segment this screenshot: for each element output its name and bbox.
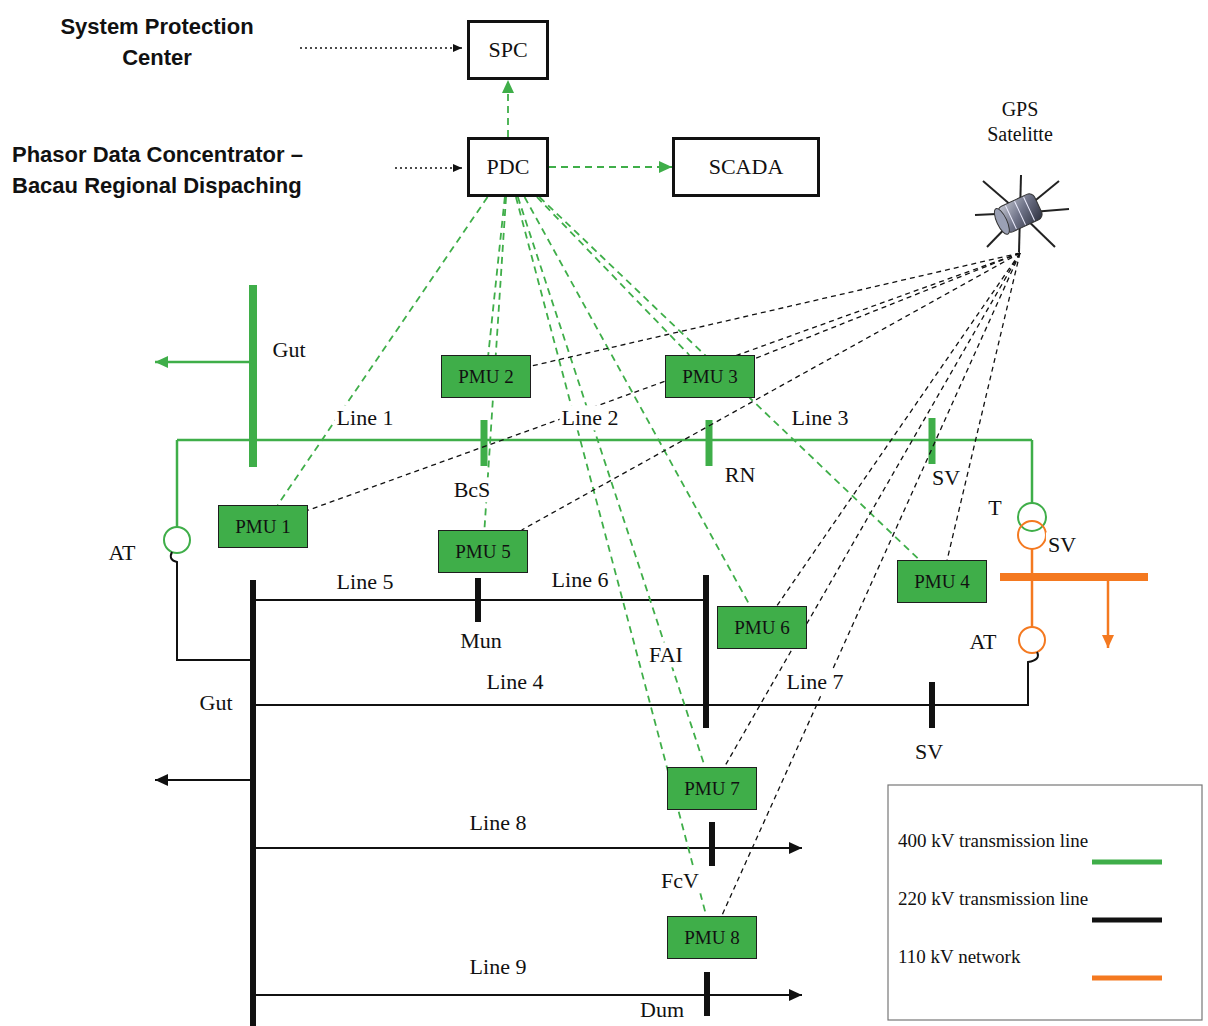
node-text: PMU 5 xyxy=(455,541,510,563)
bus-label: Dum xyxy=(638,997,686,1022)
bus-label: Gut xyxy=(271,337,308,362)
bus-label: Line 1 xyxy=(335,405,396,430)
pmu-box: PMU 4 xyxy=(897,560,987,603)
pmu-box: PMU 2 xyxy=(441,355,531,398)
bus-label: Line 8 xyxy=(468,810,529,835)
bus-label: Line 6 xyxy=(550,567,611,592)
pmu-box: PMU 1 xyxy=(218,505,308,548)
kv110-network xyxy=(1000,521,1148,653)
bus-label: SV xyxy=(1046,532,1078,557)
satellite-node: GPS Satelitte xyxy=(955,95,1085,253)
bus-label: Line 9 xyxy=(468,954,529,979)
gps-sync-link xyxy=(531,253,1020,366)
gps-sync-link xyxy=(947,253,1020,560)
node-text: GPS Satelitte xyxy=(975,97,1065,147)
legend-frame xyxy=(888,785,1202,1020)
node-text: PMU 6 xyxy=(734,617,789,639)
gps-sync-link xyxy=(522,253,1020,530)
pmu-box: PMU 6 xyxy=(717,606,807,649)
bus-label: BcS xyxy=(452,477,493,502)
pmu-box: PMU 7 xyxy=(667,767,757,810)
leader-arrow xyxy=(395,167,462,169)
bus-label: RN xyxy=(723,462,758,487)
system-box: SPC xyxy=(467,20,549,80)
legend-text: 400 kV transmission line xyxy=(898,830,1088,852)
phasor-data-link xyxy=(537,197,689,355)
bus-label: T xyxy=(986,495,1003,520)
heading-label: Phasor Data Concentrator – Bacau Regiona… xyxy=(10,140,349,202)
node-text: PDC xyxy=(487,154,530,180)
bus-label: FAI xyxy=(647,642,685,667)
leader-arrow xyxy=(300,47,462,49)
pmu-box: PMU 8 xyxy=(667,916,757,959)
bus-label: Line 7 xyxy=(785,669,846,694)
gps-sync-link xyxy=(777,253,1020,606)
legend-sample xyxy=(1092,976,1162,981)
phasor-data-link xyxy=(518,197,705,767)
legend-sample xyxy=(1092,860,1162,865)
bus-label: Gut xyxy=(198,690,235,715)
gps-sync-link xyxy=(724,253,1020,767)
heading-label: System Protection Center xyxy=(35,12,279,74)
node-text: SPC xyxy=(488,37,527,63)
bus-label: Mun xyxy=(458,628,504,653)
node-text: PMU 2 xyxy=(458,366,513,388)
phasor-data-link xyxy=(278,197,488,505)
pmu-box: PMU 5 xyxy=(438,530,528,573)
bus-label: AT xyxy=(968,629,999,654)
gps-sync-link xyxy=(308,253,1020,510)
bus-label: SV xyxy=(913,739,945,764)
system-box: SCADA xyxy=(672,137,820,197)
bus-label: Line 3 xyxy=(790,405,851,430)
node-text: PMU 3 xyxy=(682,366,737,388)
node-text: PMU 7 xyxy=(684,778,739,800)
kv400-network xyxy=(155,285,1046,553)
bus-label: AT xyxy=(107,540,138,565)
phasor-data-link xyxy=(539,197,919,560)
node-text: PMU 1 xyxy=(235,516,290,538)
pmu-box: PMU 3 xyxy=(665,355,755,398)
bus-label: Line 2 xyxy=(560,405,621,430)
bus-label: Line 4 xyxy=(485,669,546,694)
node-text: SCADA xyxy=(709,154,784,180)
bus-label: FcV xyxy=(659,868,701,893)
phasor-data-link xyxy=(549,166,672,168)
bus-label: SV xyxy=(930,465,962,490)
gps-sync-link xyxy=(755,253,1020,359)
gps-sync-link xyxy=(722,253,1020,916)
satellite-icon xyxy=(955,173,1085,253)
legend-text: 110 kV network xyxy=(898,946,1020,968)
legend-text: 220 kV transmission line xyxy=(898,888,1088,910)
node-text: PMU 8 xyxy=(684,927,739,949)
phasor-data-link xyxy=(507,80,509,137)
bus-label: Line 5 xyxy=(335,569,396,594)
phasor-data-link xyxy=(525,197,751,606)
legend-sample xyxy=(1092,918,1162,923)
node-text: PMU 4 xyxy=(914,571,969,593)
system-box: PDC xyxy=(467,137,549,197)
